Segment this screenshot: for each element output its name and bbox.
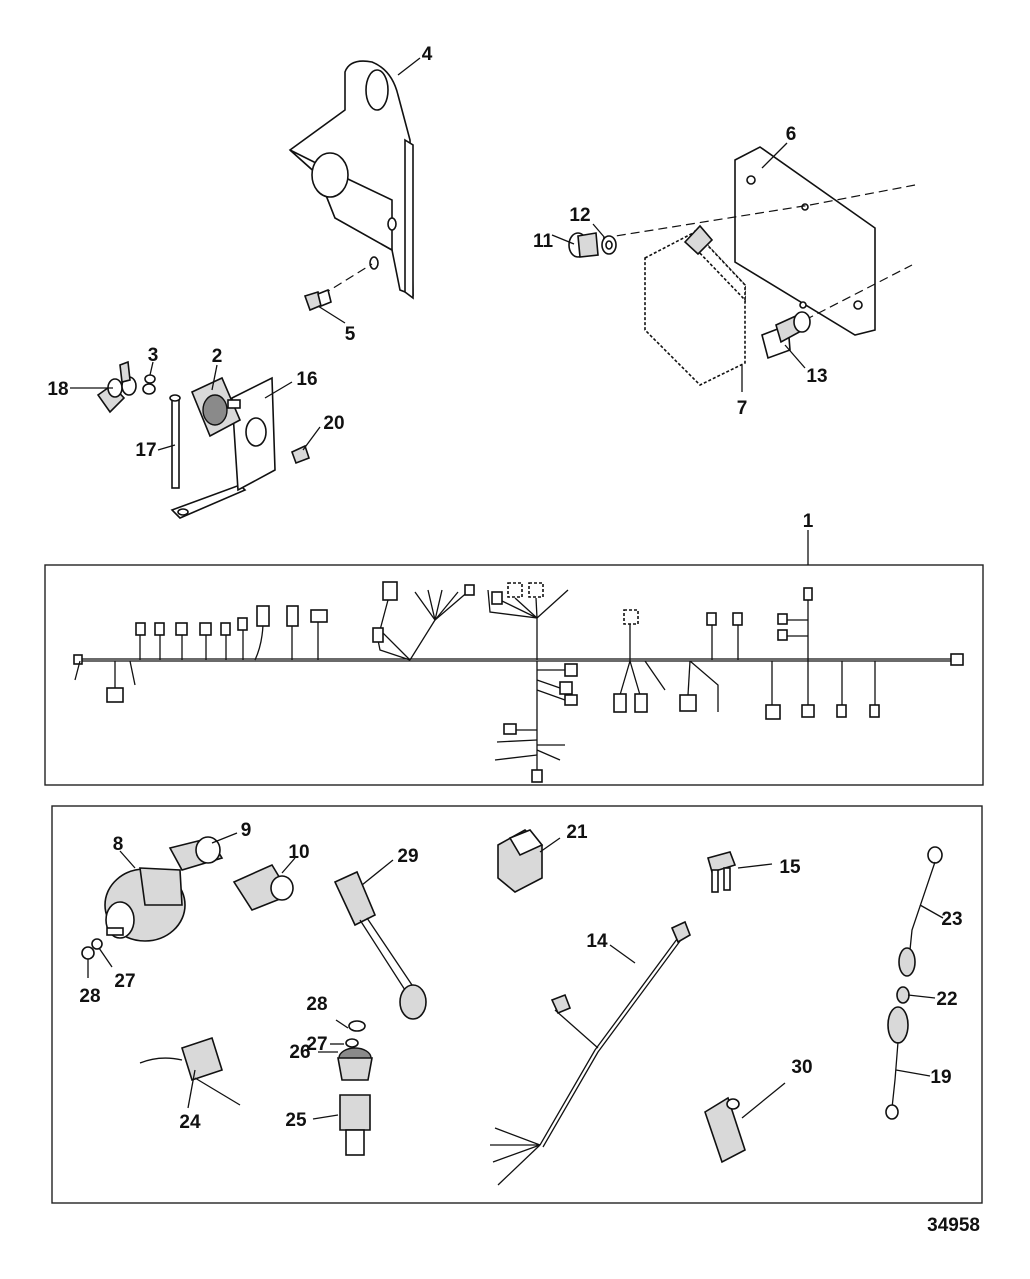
callout-7: 7 xyxy=(737,398,748,419)
bolt-part-5 xyxy=(303,288,332,312)
callout-19: 19 xyxy=(930,1067,951,1088)
circuit-breaker-part-2 xyxy=(190,376,242,438)
sensor-part-10 xyxy=(232,863,294,911)
seal-part-28-b xyxy=(348,1020,366,1032)
callout-28-b: 28 xyxy=(306,994,327,1015)
callout-8: 8 xyxy=(113,834,124,855)
figure-id: 34958 xyxy=(927,1215,980,1236)
callout-6: 6 xyxy=(786,124,797,145)
callout-21: 21 xyxy=(566,822,588,843)
harness-frame xyxy=(44,564,984,786)
sensor-lead-part-19 xyxy=(885,1006,909,1120)
screw-part-20 xyxy=(290,444,311,465)
sensor-part-29 xyxy=(333,870,427,1020)
callout-23: 23 xyxy=(941,909,962,930)
wiring-harness-part-1 xyxy=(73,581,964,783)
gauge-sender-part-8 xyxy=(104,867,186,942)
sensor-lead-part-23 xyxy=(898,846,943,977)
callout-24: 24 xyxy=(179,1112,201,1133)
callout-26: 26 xyxy=(289,1042,310,1063)
connector-part-30 xyxy=(704,1096,746,1164)
fuse-part-15 xyxy=(707,851,737,893)
relay-part-21 xyxy=(497,829,544,893)
callout-15: 15 xyxy=(779,857,801,878)
plate-part-6 xyxy=(734,146,876,336)
callout-9: 9 xyxy=(241,820,252,841)
callout-22: 22 xyxy=(936,989,957,1010)
callout-3: 3 xyxy=(148,345,159,366)
callout-2: 2 xyxy=(212,346,223,367)
parts-frame xyxy=(51,805,983,1204)
nut-part-28 xyxy=(81,946,95,960)
wire-connector-part-18 xyxy=(96,360,137,414)
seal-part-27-b xyxy=(345,1038,359,1048)
harness-part-14 xyxy=(490,920,691,1186)
callout-4: 4 xyxy=(422,44,433,65)
sender-part-9 xyxy=(168,836,224,871)
washer-part-27 xyxy=(91,938,103,950)
screw-part-11 xyxy=(568,232,599,258)
nut-part-3 xyxy=(142,374,156,395)
callout-12: 12 xyxy=(569,205,590,226)
callout-27-a: 27 xyxy=(114,971,135,992)
switch-part-26 xyxy=(337,1047,373,1081)
callout-25: 25 xyxy=(285,1110,307,1131)
callout-14: 14 xyxy=(586,931,608,952)
bolt-part-13 xyxy=(761,311,811,360)
switch-part-24 xyxy=(139,1036,241,1106)
callout-5: 5 xyxy=(345,324,356,345)
callout-30: 30 xyxy=(791,1057,812,1078)
callout-18: 18 xyxy=(47,379,68,400)
callout-27-b: 27 xyxy=(306,1034,327,1055)
callout-28-a: 28 xyxy=(79,986,100,1007)
bracket-part-4 xyxy=(288,60,414,300)
adapter-part-25 xyxy=(339,1094,371,1156)
callout-10: 10 xyxy=(288,842,309,863)
callout-16: 16 xyxy=(296,369,317,390)
stud-part-17 xyxy=(169,394,181,489)
callout-labels: 4 5 6 7 11 12 13 18 3 2 16 17 20 1 8 9 1… xyxy=(47,44,980,1236)
callout-20: 20 xyxy=(323,413,344,434)
module-part-7 xyxy=(644,224,746,386)
callout-13: 13 xyxy=(806,366,827,387)
fitting-part-22 xyxy=(896,986,910,1004)
bracket-part-16 xyxy=(170,376,276,519)
callout-29: 29 xyxy=(397,846,418,867)
washer-part-12 xyxy=(601,235,617,255)
callout-17: 17 xyxy=(135,440,156,461)
callout-1: 1 xyxy=(803,511,814,532)
callout-11: 11 xyxy=(533,231,554,252)
